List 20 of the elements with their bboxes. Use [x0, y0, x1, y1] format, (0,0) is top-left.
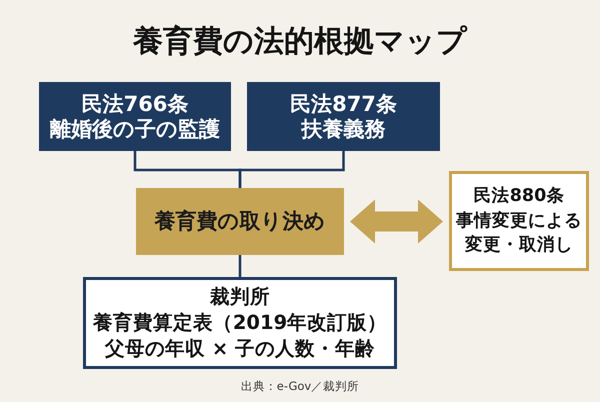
box-text: 父母の年収 × 子の人数・年齢 [105, 336, 375, 362]
connector-line [238, 151, 345, 188]
box-heading: 裁判所 [210, 284, 270, 310]
box-label: 養育費の取り決め [154, 208, 326, 234]
law-box [247, 82, 440, 151]
double-arrow [350, 200, 443, 244]
box-text: 扶養義務 [302, 116, 386, 142]
outlined-box [449, 171, 589, 271]
box-heading: 民法880条 [474, 185, 564, 208]
box-heading: 民法877条 [290, 92, 397, 116]
outlined-box [83, 277, 397, 369]
box-text: 離婚後の子の監護 [50, 116, 220, 142]
source-caption: 出典：e-Gov／裁判所 [240, 378, 360, 394]
diagram-title: 養育費の法的根拠マップ [133, 24, 467, 60]
box-heading: 民法766条 [82, 92, 188, 116]
box-text: 事情変更による変更・取消し [455, 210, 583, 258]
box-text: 養育費算定表（2019年改訂版） [92, 310, 388, 336]
highlighted-box [136, 188, 344, 255]
law-box [39, 82, 231, 151]
connector-line [238, 255, 242, 277]
